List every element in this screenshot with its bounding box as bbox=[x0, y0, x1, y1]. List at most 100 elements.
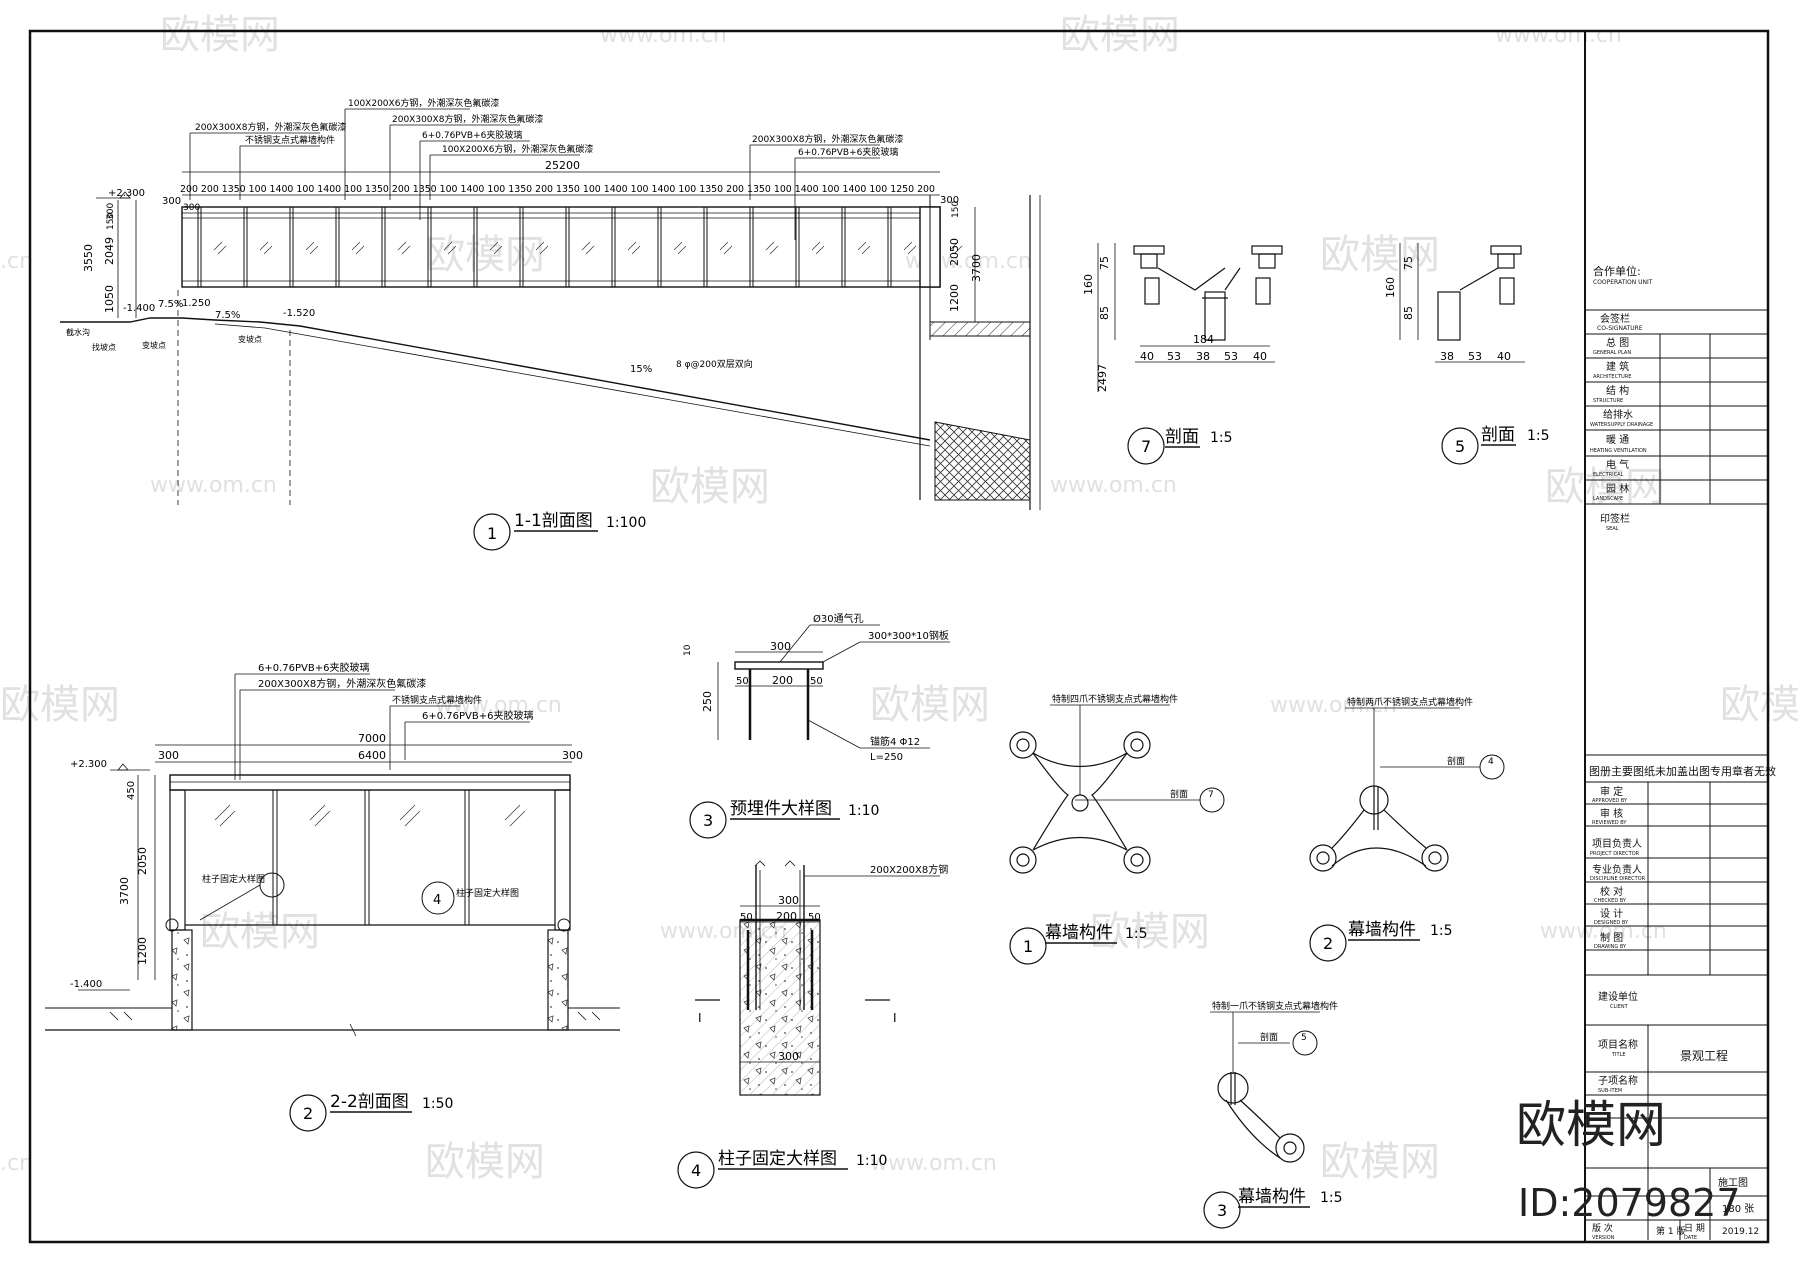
date-value: 2019.12 bbox=[1722, 1227, 1759, 1237]
discipline-cn: 结 构 bbox=[1606, 384, 1629, 397]
wm-brand: 欧模网 bbox=[870, 682, 990, 728]
pages-value: 180 张 bbox=[1722, 1203, 1754, 1215]
dimension: 150 bbox=[106, 213, 116, 230]
discipline-cn: 电 气 bbox=[1606, 458, 1629, 471]
coop-label-en: COOPERATION UNIT bbox=[1593, 279, 1653, 286]
dimension: 200 bbox=[772, 674, 793, 687]
glass-mark bbox=[765, 241, 775, 251]
drawing-scale: 1:50 bbox=[422, 1096, 453, 1112]
drawing-title: 剖面 bbox=[1165, 427, 1199, 447]
title-block: 合作单位: COOPERATION UNIT 会签栏 CO-SIGNATURE … bbox=[1585, 264, 1776, 1241]
cut-ref: 4 bbox=[1488, 757, 1494, 767]
wm-url: www.om.cn bbox=[600, 23, 727, 48]
wm-brand: 欧模网 bbox=[650, 464, 770, 510]
seal-label: 印签栏 bbox=[1600, 512, 1630, 525]
glass-mark bbox=[259, 241, 269, 251]
wm-brand: 欧模网 bbox=[1320, 1139, 1440, 1185]
dimension: 300 bbox=[158, 749, 179, 762]
glass-mark bbox=[309, 804, 326, 821]
wm-brand: 欧模网 bbox=[1545, 464, 1665, 510]
label: 变坡点 bbox=[238, 334, 262, 344]
glass-mark bbox=[723, 245, 733, 255]
coop-label: 合作单位: bbox=[1593, 264, 1641, 278]
drawing-number-circle bbox=[473, 513, 511, 551]
dimension-total: 25200 bbox=[545, 159, 580, 172]
wm-brand: 欧模网 bbox=[1320, 232, 1440, 278]
drawing-scale: 1:5 bbox=[1125, 926, 1148, 942]
edition-label: 版 次 bbox=[1592, 1222, 1613, 1234]
annotation: 不锈钢支点式幕墙构件 bbox=[392, 694, 482, 706]
approval-en: APPROVED BY bbox=[1592, 798, 1628, 804]
dimension: 10 bbox=[683, 644, 693, 656]
dimension: 3700 bbox=[970, 254, 983, 282]
discipline-en: GENERAL PLAN bbox=[1593, 350, 1631, 356]
discipline-cn: 给排水 bbox=[1603, 408, 1633, 421]
slope-mark: 7.5% bbox=[158, 299, 183, 310]
glass-mark bbox=[447, 245, 457, 255]
disciplines: 总 图 GENERAL PLAN 建 筑 ARCHITECTURE 结 构 ST… bbox=[1585, 336, 1768, 505]
annotation: L=250 bbox=[870, 752, 903, 763]
glass-mark bbox=[857, 241, 867, 251]
annotation: 特制一爪不锈钢支点式幕墙构件 bbox=[1212, 1000, 1338, 1012]
annotation: 6+0.76PVB+6夹胶玻璃 bbox=[422, 129, 522, 141]
wm-url: www.om.cn bbox=[870, 1151, 997, 1176]
dimension: 38 bbox=[1196, 350, 1210, 363]
drawing-title: 幕墙构件 bbox=[1045, 923, 1113, 943]
dimension: 300 bbox=[778, 1050, 799, 1063]
dimension-chain: 200 200 1350 100 1400 100 1400 100 1350 … bbox=[180, 184, 935, 195]
dimension: 300 bbox=[183, 203, 200, 213]
section-2-2: 6+0.76PVB+6夹胶玻璃 200X300X8方钢，外潮深灰色氟碳漆 不锈钢… bbox=[45, 661, 620, 1132]
watermark-id: ID:2079827 bbox=[1518, 1181, 1741, 1225]
section-1-1: 200X300X8方钢，外潮深灰色氟碳漆 不锈钢支点式幕墙构件 100X200X… bbox=[60, 97, 1041, 551]
drawing-scale: 1:5 bbox=[1320, 1190, 1343, 1206]
glass-mark bbox=[213, 241, 223, 251]
approval-en: PROJECT DIRECTOR bbox=[1590, 851, 1640, 857]
dimension: 2049 bbox=[103, 237, 116, 265]
glass-mark bbox=[861, 245, 871, 255]
drawing-number-circle bbox=[677, 1151, 715, 1189]
dimension: 3550 bbox=[82, 244, 95, 272]
wm-brand: 欧模网 bbox=[425, 232, 545, 278]
drawing-title: 1-1剖面图 bbox=[514, 511, 593, 531]
annotation: 200X200X8方钢 bbox=[870, 863, 948, 876]
drawing-scale: 1:5 bbox=[1430, 923, 1453, 939]
level-mark: -1.400 bbox=[123, 303, 155, 314]
label: 找坡点 bbox=[92, 342, 116, 352]
client-label: 建设单位 bbox=[1598, 990, 1638, 1003]
approval-cn: 项目负责人 bbox=[1592, 837, 1642, 850]
watermark-layer: 欧模网 欧模网 欧模网 欧模网 欧模网 欧模网 欧模网 欧模网 欧模网 欧模网 … bbox=[0, 12, 1800, 1185]
wm-brand: 欧模网 bbox=[200, 909, 320, 955]
wm-url: .cn bbox=[0, 249, 33, 274]
dimension: 50 bbox=[808, 912, 821, 923]
drawing-number-circle bbox=[289, 1094, 327, 1132]
embed-detail-3: 300 50 200 50 10 250 Ø30通气孔 300*300*10钢板… bbox=[683, 612, 950, 839]
date-label-en: DATE bbox=[1684, 1235, 1697, 1241]
stage-value: 施工图 bbox=[1718, 1176, 1748, 1189]
curtain-wall-piece-1: 特制四爪不锈钢支点式幕墙构件 剖面 7 1 幕墙构件 1:5 bbox=[1009, 693, 1225, 965]
glass-mark bbox=[949, 241, 959, 251]
glass-mark bbox=[673, 241, 683, 251]
glass-mark bbox=[811, 241, 821, 251]
drawing-scale: 1:10 bbox=[848, 803, 879, 819]
glass-mark bbox=[397, 241, 407, 251]
annotation: 特制两爪不锈钢支点式幕墙构件 bbox=[1347, 696, 1473, 708]
callout-note: 柱子固定大样图 bbox=[456, 887, 519, 899]
annotation: Ø30通气孔 bbox=[813, 612, 864, 625]
wm-url: .cn bbox=[0, 1151, 33, 1176]
glass-mark bbox=[355, 245, 365, 255]
discipline-en: ELECTRICAL bbox=[1593, 472, 1624, 478]
dimension: 1200 bbox=[136, 937, 149, 965]
dimension: 150 bbox=[951, 201, 961, 218]
dimension: 160 bbox=[1082, 274, 1095, 295]
glass-mark bbox=[214, 804, 231, 821]
annotation: 300*300*10钢板 bbox=[868, 629, 949, 642]
discipline-en: STRUCTURE bbox=[1593, 398, 1623, 404]
dimension: 300 bbox=[770, 640, 791, 653]
glass-mark bbox=[314, 810, 331, 827]
annotation: 100X200X6方钢，外潮深灰色氟碳漆 bbox=[442, 143, 593, 155]
glass-mark bbox=[815, 245, 825, 255]
dimension: 300 bbox=[562, 749, 583, 762]
glass-mark bbox=[903, 241, 913, 251]
dimension: 50 bbox=[810, 676, 823, 687]
label: 截水沟 bbox=[66, 327, 90, 337]
